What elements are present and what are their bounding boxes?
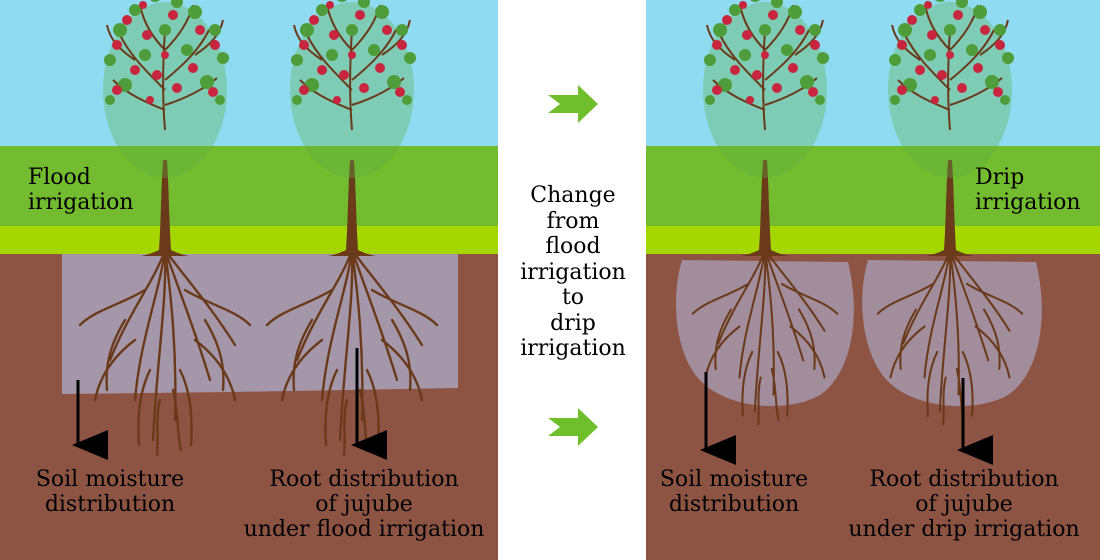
change-line: irrigation xyxy=(520,336,626,361)
green-arrow-bottom-icon xyxy=(548,408,598,446)
label-line: of jujube xyxy=(315,492,413,517)
change-line: drip xyxy=(550,310,596,336)
soil-moisture-label-left: Soil moisture distribution xyxy=(36,467,184,517)
root-distribution-label-left: Root distribution of jujube under flood … xyxy=(244,467,485,542)
label-line: of jujube xyxy=(915,492,1013,517)
change-line: irrigation xyxy=(520,259,626,285)
middle-panel xyxy=(498,0,646,560)
change-line: flood xyxy=(545,234,601,259)
grass-strip-right xyxy=(646,226,1100,254)
green-arrow-top-icon xyxy=(548,85,598,123)
root-distribution-label-right: Root distribution of jujube under drip i… xyxy=(848,467,1079,542)
sky-left xyxy=(0,0,498,146)
grass-strip-left xyxy=(0,226,498,254)
soil-moisture-label-right: Soil moisture distribution xyxy=(660,467,808,517)
label-line: distribution xyxy=(44,492,176,517)
label-line: under flood irrigation xyxy=(243,517,485,542)
label-line: Soil moisture xyxy=(35,467,185,492)
change-line: Change xyxy=(530,183,616,208)
label-line: Root distribution xyxy=(869,467,1059,492)
drip-irrigation-label: Drip irrigation xyxy=(975,165,1081,215)
grass-left xyxy=(0,146,498,226)
label-line: irrigation xyxy=(975,190,1081,215)
change-text: Change from flood irrigation to drip irr… xyxy=(520,183,626,362)
grass-right xyxy=(646,146,1100,226)
label-line: Root distribution xyxy=(269,467,459,492)
label-line: irrigation xyxy=(28,190,134,215)
flood-irrigation-label: Flood irrigation xyxy=(28,165,134,215)
label-line: Drip xyxy=(975,165,1025,190)
label-line: distribution xyxy=(668,492,800,517)
change-line: from xyxy=(546,208,600,234)
right-panel xyxy=(646,0,1100,560)
soil-moisture-zone-left xyxy=(62,254,458,394)
label-line: Flood xyxy=(28,165,91,190)
label-line: under drip irrigation xyxy=(848,517,1080,542)
change-line: to xyxy=(561,285,585,310)
label-line: Soil moisture xyxy=(659,467,809,492)
left-panel xyxy=(0,0,498,560)
